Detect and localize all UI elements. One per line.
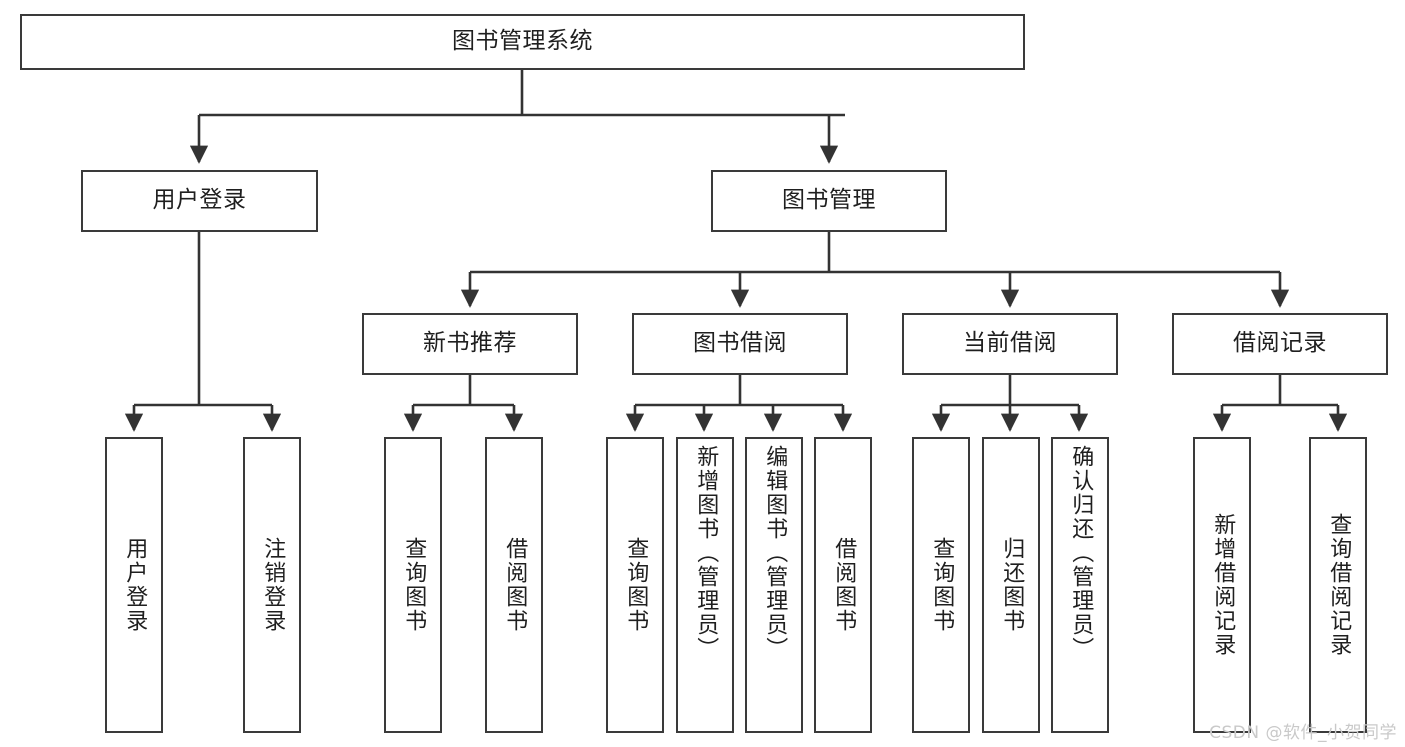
- node-current-borrow[interactable]: 当前借阅: [902, 313, 1118, 375]
- node-leaf-user-login-label: 用户登录: [122, 537, 148, 633]
- node-current-borrow-label: 当前借阅: [963, 330, 1057, 357]
- node-new-book-recommend-label: 新书推荐: [423, 330, 517, 357]
- node-leaf-borrow-book-1-label: 借阅图书: [502, 537, 528, 633]
- node-leaf-add-book[interactable]: 新增图书（管理员）: [676, 437, 734, 733]
- node-book-borrow-label: 图书借阅: [693, 330, 787, 357]
- node-root-label: 图书管理系统: [452, 28, 593, 55]
- node-leaf-query-book-1-label: 查询图书: [401, 537, 427, 633]
- node-user-login[interactable]: 用户登录: [81, 170, 318, 232]
- node-leaf-logout[interactable]: 注销登录: [243, 437, 301, 733]
- node-leaf-query-book-2[interactable]: 查询图书: [606, 437, 664, 733]
- node-leaf-query-book-3-label: 查询图书: [929, 537, 955, 633]
- node-borrow-record[interactable]: 借阅记录: [1172, 313, 1388, 375]
- node-leaf-borrow-book-2-label: 借阅图书: [831, 537, 857, 633]
- node-book-borrow[interactable]: 图书借阅: [632, 313, 848, 375]
- node-leaf-user-login[interactable]: 用户登录: [105, 437, 163, 733]
- node-user-login-label: 用户登录: [152, 187, 247, 214]
- node-leaf-edit-book[interactable]: 编辑图书（管理员）: [745, 437, 803, 733]
- node-new-book-recommend[interactable]: 新书推荐: [362, 313, 578, 375]
- node-leaf-logout-label: 注销登录: [260, 537, 286, 633]
- node-leaf-query-book-3[interactable]: 查询图书: [912, 437, 970, 733]
- watermark: CSDN @软件_小贺同学: [1209, 723, 1397, 743]
- node-leaf-borrow-book-2[interactable]: 借阅图书: [814, 437, 872, 733]
- node-book-manage[interactable]: 图书管理: [711, 170, 947, 232]
- node-leaf-query-book-1[interactable]: 查询图书: [384, 437, 442, 733]
- node-leaf-add-record[interactable]: 新增借阅记录: [1193, 437, 1251, 733]
- node-root[interactable]: 图书管理系统: [20, 14, 1025, 70]
- node-leaf-return-book[interactable]: 归还图书: [982, 437, 1040, 733]
- node-leaf-return-book-label: 归还图书: [999, 537, 1025, 633]
- node-leaf-add-record-label: 新增借阅记录: [1210, 513, 1236, 657]
- node-leaf-confirm-return[interactable]: 确认归还（管理员）: [1051, 437, 1109, 733]
- node-leaf-add-book-label: 新增图书（管理员）: [693, 445, 719, 661]
- node-leaf-edit-book-label: 编辑图书（管理员）: [762, 445, 788, 661]
- node-leaf-query-record-label: 查询借阅记录: [1326, 513, 1352, 657]
- node-leaf-confirm-return-label: 确认归还（管理员）: [1068, 445, 1094, 661]
- node-book-manage-label: 图书管理: [782, 187, 876, 214]
- node-leaf-query-record[interactable]: 查询借阅记录: [1309, 437, 1367, 733]
- node-leaf-borrow-book-1[interactable]: 借阅图书: [485, 437, 543, 733]
- node-leaf-query-book-2-label: 查询图书: [623, 537, 649, 633]
- node-borrow-record-label: 借阅记录: [1233, 330, 1327, 357]
